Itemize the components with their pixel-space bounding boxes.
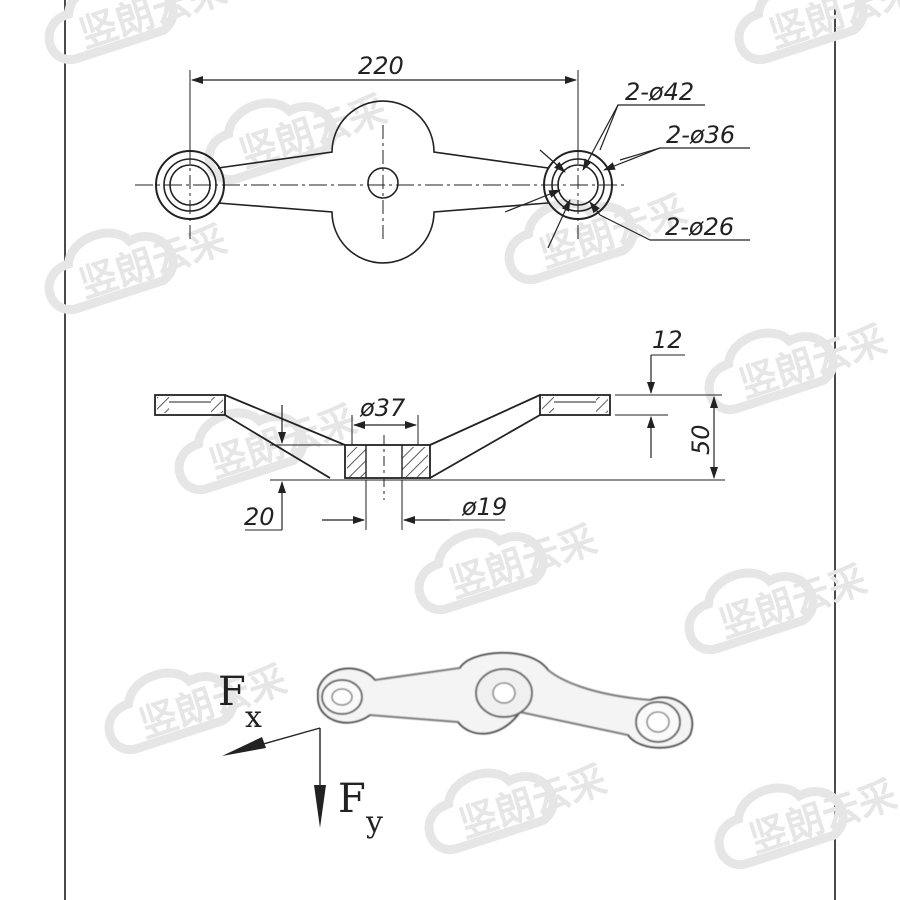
fx-label: F x	[218, 669, 262, 735]
leader-2-d36-arrow	[603, 147, 661, 171]
leader-2-d26	[599, 214, 651, 241]
render-left-hole	[331, 688, 353, 706]
watermark-12: 竖朗云采	[44, 0, 232, 65]
side-right-flange-hatch-a	[542, 397, 554, 413]
watermark-group: 竖朗云采 竖朗云采 竖朗云采 竖朗云采 竖朗云采 竖朗云采 竖朗云采 竖朗云采	[44, 0, 900, 870]
watermark-text: 竖朗云采	[764, 0, 900, 56]
side-left-flange	[154, 394, 226, 416]
top-center-hole	[367, 167, 399, 199]
render-view	[317, 651, 694, 749]
watermark-8: 竖朗云采	[424, 757, 612, 855]
render-right-hole	[646, 711, 670, 733]
fx-label-sub: x	[245, 700, 262, 735]
force-arrows	[222, 727, 326, 828]
top-left-hub-inner	[169, 164, 211, 206]
render-top-edge	[374, 667, 651, 701]
leader-diag-1	[504, 189, 561, 213]
side-hub-hatch-right	[402, 447, 428, 477]
side-left-flange-hatch-b	[211, 397, 223, 413]
side-hub-hatch-left	[347, 447, 366, 477]
dim-50-label: 50	[687, 424, 715, 455]
side-right-flange	[539, 394, 611, 416]
watermark-4: 竖朗云采	[704, 317, 892, 415]
top-view	[135, 70, 750, 264]
dim-d37-label: ø37	[359, 394, 406, 422]
watermark-1: 竖朗云采	[204, 87, 392, 185]
leader-2-d26-arrow	[589, 201, 601, 216]
side-right-flange-hatch-b	[596, 397, 608, 413]
top-left-hub-outer	[155, 150, 225, 220]
dim-2-d42-label: 2-ø42	[625, 78, 694, 106]
top-bracket-outline	[217, 100, 549, 264]
leader-diag-2	[539, 149, 566, 173]
leader-2-d36	[619, 147, 750, 161]
right-frame-border	[834, 0, 836, 900]
side-left-flange-hatch-a	[157, 397, 169, 413]
fy-label-main: F	[338, 776, 366, 822]
top-left-hub-mid	[163, 158, 217, 212]
watermark-10: 竖朗云采	[44, 217, 232, 315]
leader-2-d42-arrow	[582, 104, 619, 171]
watermark-11: 竖朗云采	[734, 0, 900, 65]
fx-arrow-head	[222, 737, 266, 756]
side-hub-body	[344, 444, 431, 479]
render-center-hole	[492, 682, 516, 704]
leader-diag-3	[547, 199, 571, 249]
top-right-hub-inner	[557, 164, 599, 206]
watermark-6: 竖朗云采	[684, 557, 872, 655]
render-bottom-edge	[369, 711, 629, 736]
dim-12-label: 12	[652, 326, 683, 354]
fy-label-sub: y	[365, 805, 383, 840]
watermark-7: 竖朗云采	[104, 657, 292, 755]
fy-label: F y	[338, 776, 383, 840]
fx-label-main: F	[218, 669, 246, 715]
side-arms	[224, 394, 541, 479]
fy-arrow-head	[314, 785, 326, 828]
side-view	[154, 354, 725, 531]
top-right-hub-mid	[551, 158, 605, 212]
watermark-9: 竖朗云采	[714, 772, 900, 870]
dim-2-d36-label: 2-ø36	[666, 121, 735, 149]
left-frame-border	[64, 0, 66, 900]
dim-2-d26-label: 2-ø26	[665, 213, 734, 241]
top-right-hub-outer	[543, 150, 613, 220]
watermark-text: 竖朗云采	[74, 0, 232, 56]
dim-d19-label: ø19	[461, 493, 507, 521]
dim-220-label: 220	[358, 52, 404, 80]
dim-20-label: 20	[244, 503, 275, 531]
